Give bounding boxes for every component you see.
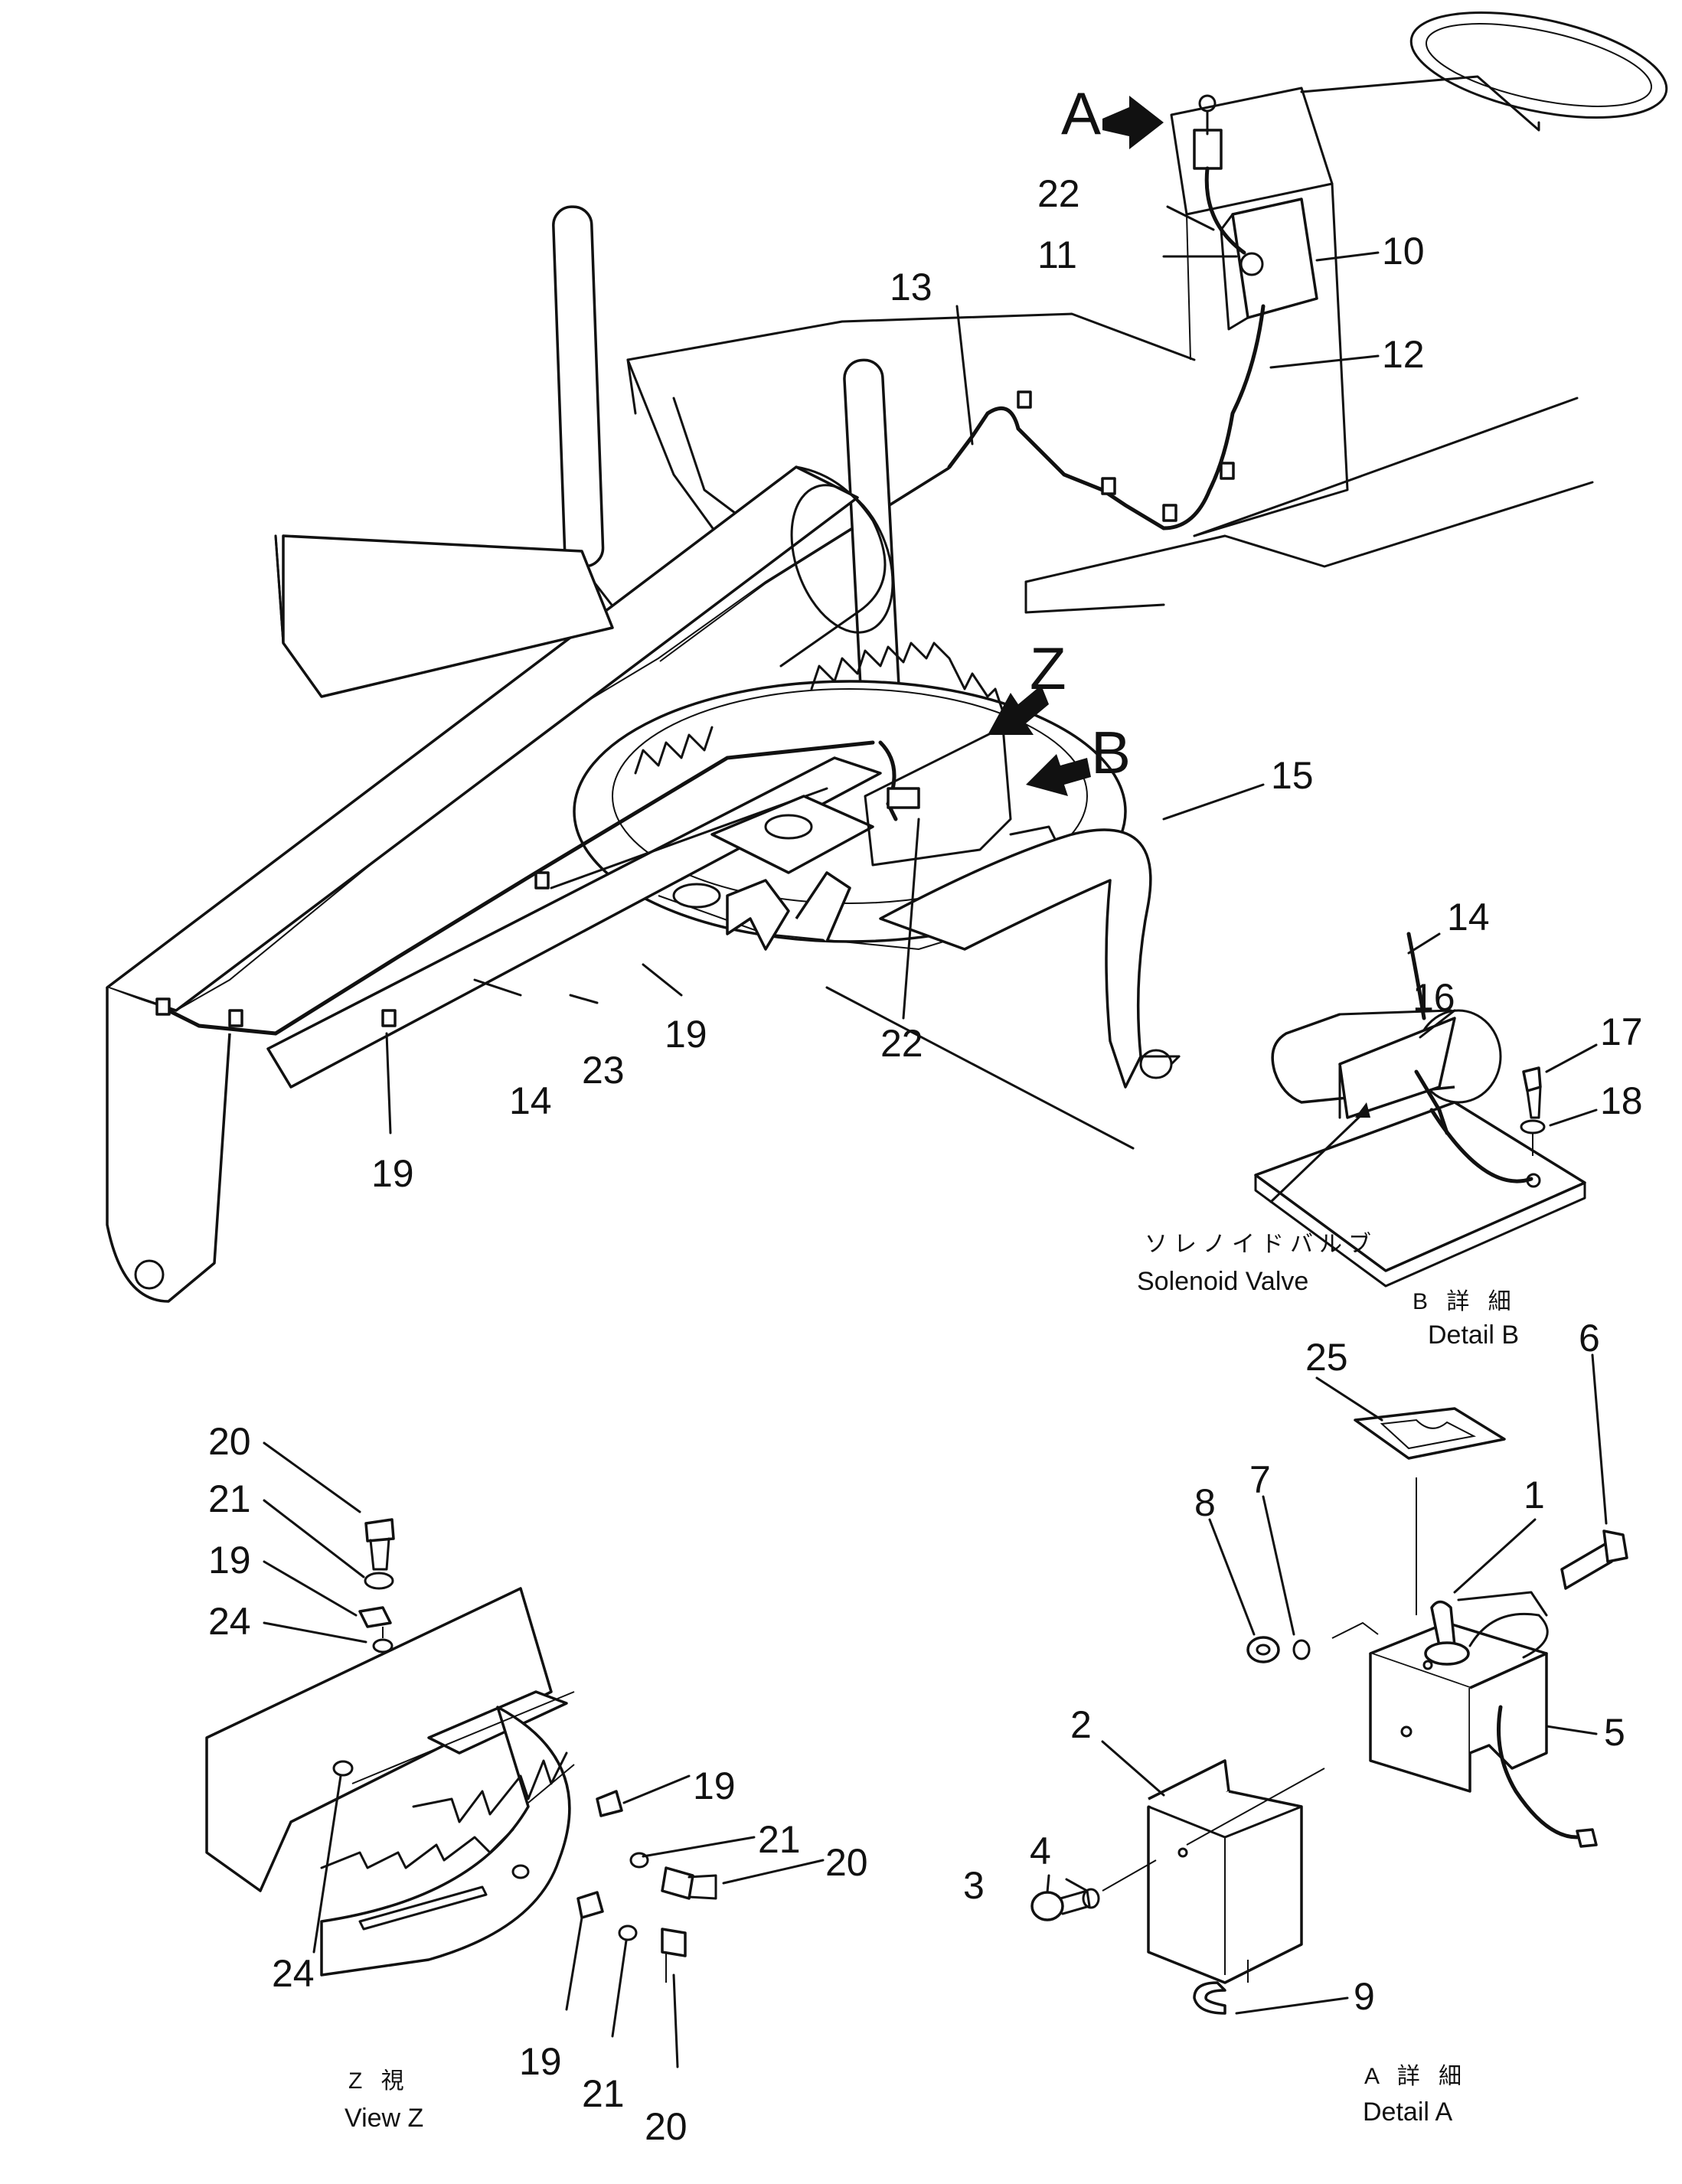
solenoid-mount: [864, 726, 1012, 867]
callout-22: 22: [1037, 172, 1080, 215]
a-frame-drawbar: [266, 756, 1058, 1089]
toggle-switch-on-dash: [1193, 94, 1246, 255]
callout-11: 11: [1037, 233, 1077, 276]
callout-13: 13: [890, 266, 932, 309]
callout-10: 10: [1382, 230, 1425, 273]
detail-a: 25 6 1 7 8 2 5 4 3 9 A 詳 細 Detail A: [963, 1317, 1628, 2127]
drawbar-frame: [106, 465, 894, 1303]
callout-17: 17: [1600, 1010, 1643, 1053]
detail-a-caption-en: Detail A: [1363, 2097, 1452, 2127]
callout-9: 9: [1354, 1975, 1375, 2018]
callout-19: 19: [693, 1765, 736, 1807]
callout-6: 6: [1579, 1317, 1600, 1360]
callout-2: 2: [1070, 1703, 1092, 1746]
view-z: 20 21 19 24 24 19 21 20 19 21 20 Z 視 Vie…: [205, 1420, 868, 2148]
callout-20: 20: [825, 1841, 868, 1884]
callout-19: 19: [519, 2040, 562, 2083]
pointer-arrow-b: [1026, 754, 1091, 796]
pointer-arrow-z: [988, 685, 1049, 735]
callout-25: 25: [1305, 1336, 1348, 1379]
wiring-harness: [175, 304, 1266, 1011]
callout-19: 19: [208, 1539, 251, 1582]
callout-19: 19: [371, 1152, 414, 1195]
callout-21: 21: [582, 2072, 625, 2115]
callout-4: 4: [1030, 1830, 1051, 1872]
callout-5: 5: [1604, 1711, 1625, 1754]
callout-12: 12: [1382, 333, 1425, 376]
callout-8: 8: [1194, 1481, 1216, 1524]
callout-1: 1: [1524, 1474, 1545, 1516]
moldboard-left: [274, 534, 285, 645]
pointer-label-z: Z: [1030, 635, 1066, 702]
steering-wheel: [1170, 11, 1668, 537]
pointer-label-b: B: [1091, 719, 1131, 786]
main-frame-upper: [626, 312, 1594, 614]
callout-19: 19: [665, 1013, 707, 1056]
callout-21: 21: [758, 1818, 801, 1861]
callout-21: 21: [208, 1477, 251, 1520]
view-z-caption-en: View Z: [345, 2104, 423, 2133]
solenoid-valve-label-en: Solenoid Valve: [1137, 1267, 1308, 1296]
callout-7: 7: [1249, 1458, 1271, 1501]
pointer-arrow-a: [1102, 96, 1164, 149]
detail-b-caption-jp: B 詳 細: [1413, 1289, 1517, 1314]
detail-b: 14 16 17 18 ソレノイドバルブ Solenoid Valve B 詳 …: [1137, 896, 1643, 1350]
moldboard-arm: [879, 828, 1181, 1089]
callout-18: 18: [1600, 1079, 1643, 1122]
callout-14: 14: [1447, 896, 1490, 939]
control-box: [1220, 198, 1318, 331]
main-leader-lines: [385, 205, 1380, 1134]
pointer-label-a: A: [1061, 80, 1101, 147]
callout-15: 15: [1271, 754, 1314, 797]
callout-22: 22: [880, 1022, 923, 1065]
callout-23: 23: [582, 1049, 625, 1092]
callout-24: 24: [208, 1600, 251, 1643]
main-view: A Z B 22 11 10 12 13 15 19 22 23 14 19: [106, 11, 1668, 1303]
detail-a-caption-jp: A 詳 細: [1364, 2064, 1468, 2089]
callout-3: 3: [963, 1864, 985, 1907]
ground-line: [825, 986, 1135, 1150]
detail-b-caption-en: Detail B: [1428, 1321, 1519, 1350]
view-z-caption-jp: Z 視: [348, 2068, 410, 2094]
callout-20: 20: [208, 1420, 251, 1463]
callout-20: 20: [645, 2105, 687, 2148]
drawbar-wiring: [155, 740, 875, 1036]
solenoid-valve-label-jp: ソレノイドバルブ: [1145, 1232, 1377, 1257]
callout-24: 24: [272, 1952, 315, 1995]
callout-16: 16: [1413, 976, 1455, 1019]
callout-14: 14: [509, 1079, 552, 1122]
